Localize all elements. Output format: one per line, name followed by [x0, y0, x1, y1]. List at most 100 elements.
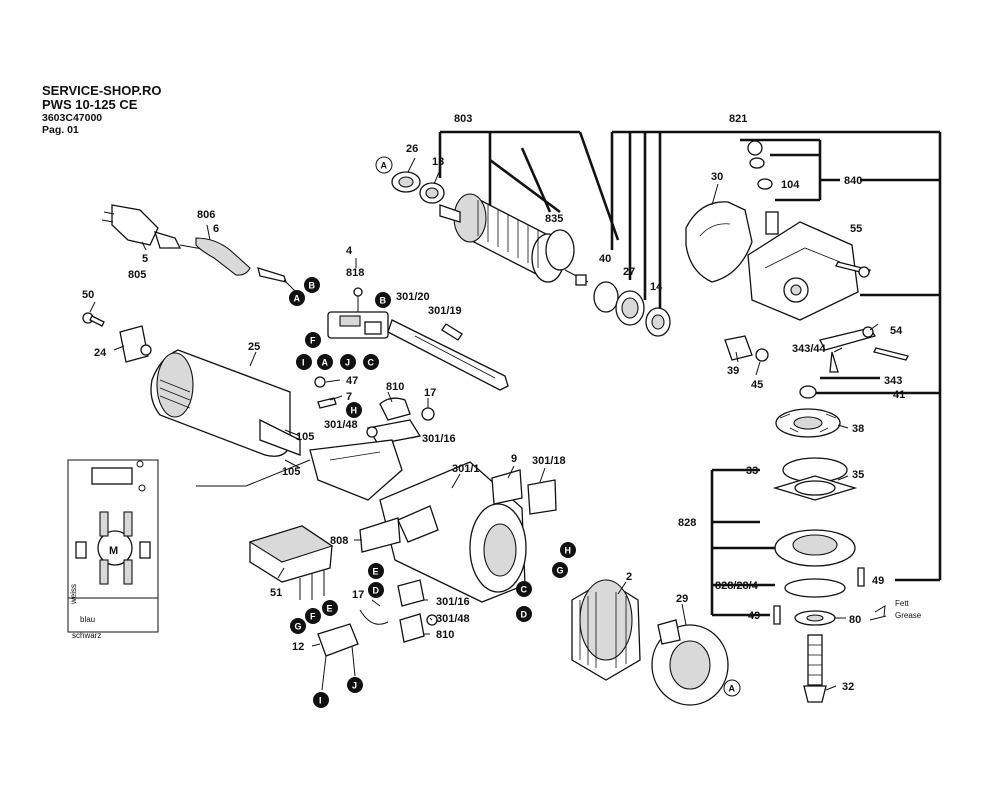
svg-text:A: A	[322, 358, 329, 368]
spindle-lock	[819, 326, 909, 373]
armature	[439, 193, 589, 286]
label-29: 29	[676, 593, 688, 605]
label-27: 27	[623, 266, 635, 278]
rings-40-27-14	[593, 281, 671, 337]
cable-clamp-24	[119, 325, 152, 363]
stator-2	[571, 579, 641, 681]
gear-head-housing	[747, 140, 859, 321]
label-25: 25	[248, 341, 260, 353]
marker-c-stator: C	[516, 581, 532, 597]
grease-tube-icon	[869, 605, 887, 621]
pinion-39-45	[724, 335, 769, 362]
marker-a-switch: A	[317, 354, 333, 370]
label-840: 840	[844, 175, 862, 187]
label-17-lower: 17	[352, 589, 364, 601]
motor-symbol: M	[109, 545, 118, 557]
connection-markers: A A B A B F	[289, 156, 741, 708]
label-4: 4	[346, 245, 353, 257]
svg-text:J: J	[345, 358, 350, 368]
washer-80	[794, 610, 836, 626]
leader-lines	[89, 157, 879, 691]
motor-housing-301-1	[309, 439, 557, 603]
svg-text:B: B	[380, 296, 387, 306]
svg-text:I: I	[302, 358, 305, 368]
label-54: 54	[890, 325, 903, 337]
capacitor-12	[317, 623, 359, 691]
label-51: 51	[270, 587, 282, 599]
motor-cover-25	[150, 349, 301, 457]
label-50: 50	[82, 289, 94, 301]
wire-label-weiss: weiss	[69, 584, 78, 605]
label-301-48-upper: 301/48	[324, 419, 358, 431]
label-828: 828	[678, 517, 696, 529]
label-12: 12	[292, 641, 304, 653]
label-9: 9	[511, 453, 517, 465]
label-fett: Fett	[895, 599, 910, 608]
marker-a-top: A	[375, 156, 393, 174]
label-6: 6	[213, 223, 219, 235]
svg-text:G: G	[557, 566, 564, 576]
label-24: 24	[94, 347, 107, 359]
label-803: 803	[454, 113, 472, 125]
marker-e-suppressor: E	[322, 600, 338, 616]
marker-a-bottom: A	[723, 679, 741, 697]
label-5: 5	[142, 253, 148, 265]
flange-828	[774, 529, 856, 598]
fan-guard-29	[651, 619, 729, 706]
wiring-schematic: M blau schwarz weiss	[67, 459, 159, 640]
label-828-28-4: 828/28/4	[715, 580, 759, 592]
document-header: SERVICE-SHOP.RO PWS 10-125 CE 3603C47000…	[42, 84, 161, 137]
label-810-lower: 810	[436, 629, 454, 641]
svg-text:C: C	[368, 358, 375, 368]
marker-a-cable: A	[289, 290, 305, 306]
label-47: 47	[346, 375, 358, 387]
svg-text:H: H	[351, 406, 358, 416]
marker-d-stator: D	[516, 606, 532, 622]
label-33: 33	[746, 465, 758, 477]
marker-f-suppressor: F	[305, 608, 321, 624]
label-301-20: 301/20	[396, 291, 430, 303]
wire-label-blau: blau	[80, 615, 95, 624]
svg-text:I: I	[319, 696, 322, 706]
label-805: 805	[128, 269, 146, 281]
bearing-26	[391, 171, 421, 193]
label-301-16-lower: 301/16	[436, 596, 470, 608]
label-301-1: 301/1	[452, 463, 480, 475]
label-806: 806	[197, 209, 215, 221]
label-301-16-upper: 301/16	[422, 433, 456, 445]
screw-50	[82, 312, 105, 327]
label-32: 32	[842, 681, 854, 693]
label-2: 2	[626, 571, 632, 583]
marker-f-switch: F	[305, 332, 321, 348]
label-41: 41	[893, 389, 905, 401]
switch-assembly	[327, 287, 389, 339]
bevel-gear-38	[775, 408, 841, 438]
svg-text:F: F	[310, 336, 316, 346]
svg-text:C: C	[521, 585, 528, 595]
label-301-48-lower: 301/48	[436, 613, 470, 625]
svg-text:A: A	[729, 684, 736, 694]
label-35: 35	[852, 469, 864, 481]
marker-i-switch: I	[296, 354, 312, 370]
svg-text:F: F	[310, 612, 316, 622]
svg-text:G: G	[295, 622, 302, 632]
label-810-upper: 810	[386, 381, 404, 393]
marker-g-suppressor: G	[290, 618, 306, 634]
marker-c-switch: C	[363, 354, 379, 370]
model-name: PWS 10-125 CE	[42, 97, 138, 112]
label-26: 26	[406, 143, 418, 155]
label-105-b: 105	[282, 466, 300, 478]
label-45: 45	[751, 379, 763, 391]
label-grease: Grease	[895, 611, 922, 620]
marker-g-stator: G	[552, 562, 568, 578]
suppressor-51	[248, 525, 334, 600]
bearing-41	[799, 385, 817, 399]
label-343-44: 343/44	[792, 343, 827, 355]
label-80: 80	[849, 614, 861, 626]
page-number: Pag. 01	[42, 124, 79, 136]
label-301-18: 301/18	[532, 455, 566, 467]
svg-text:J: J	[352, 681, 357, 691]
label-343: 343	[884, 375, 902, 387]
